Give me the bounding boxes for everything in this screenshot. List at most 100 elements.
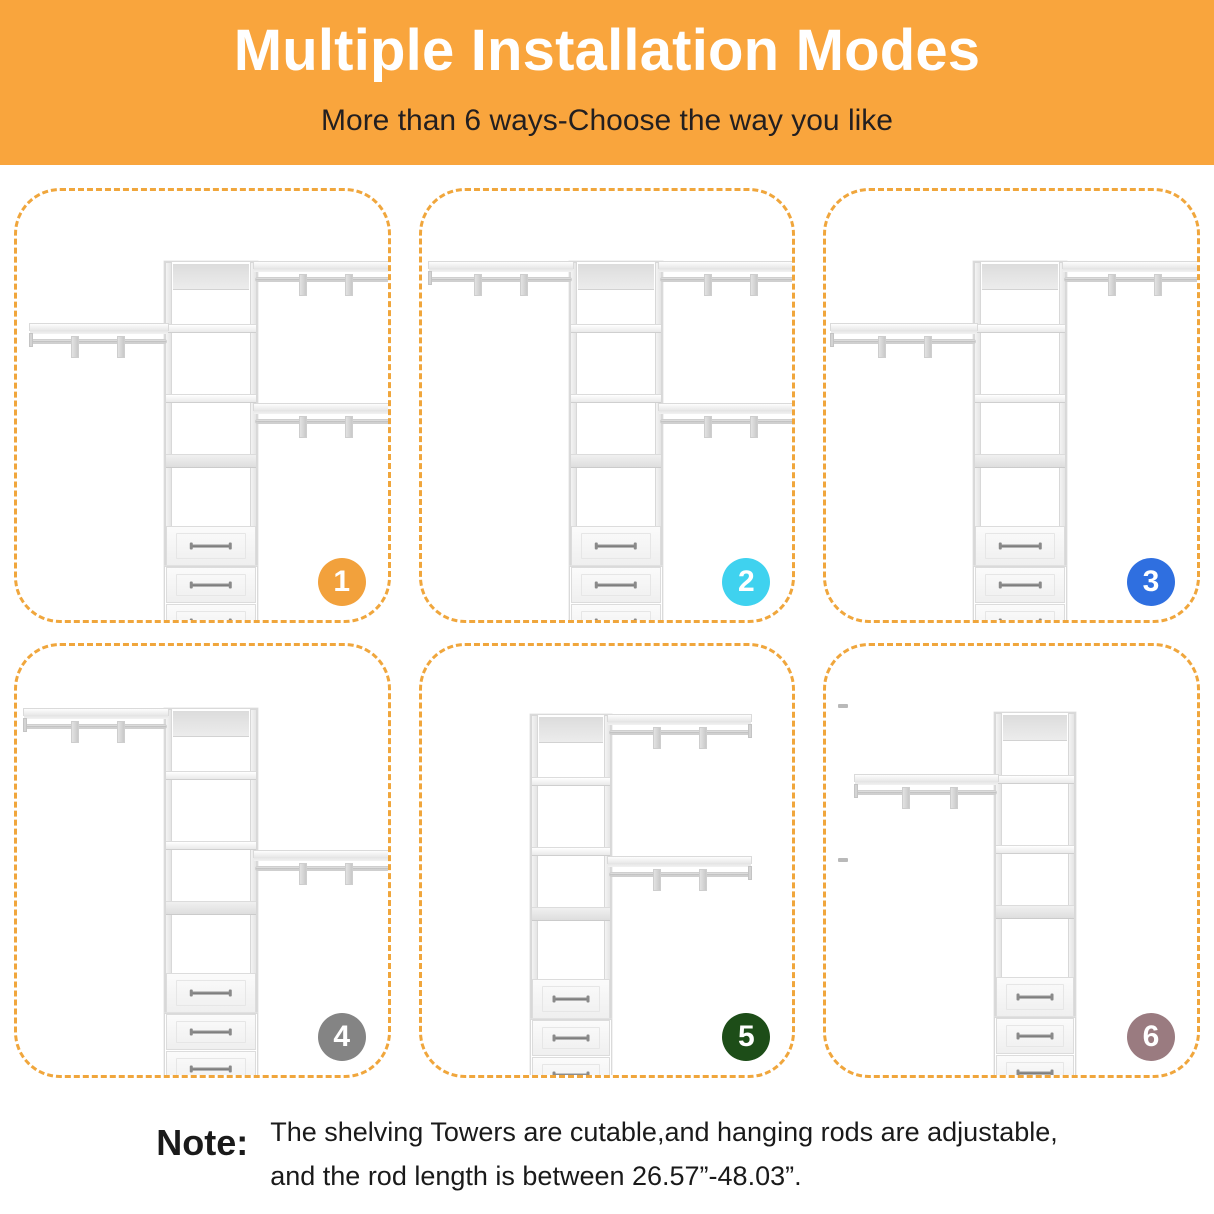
installation-mode-panel-3[interactable]: 3 (823, 188, 1200, 623)
drawer-pull (594, 542, 638, 550)
panel-badge-number: 4 (333, 1020, 350, 1053)
installation-mode-panel-4[interactable]: 4 (14, 643, 391, 1078)
drawer[interactable] (166, 567, 256, 603)
drawer-pull (1016, 993, 1054, 1001)
note-body: The shelving Towers are cutable,and hang… (270, 1110, 1058, 1198)
rod-bracket (473, 274, 482, 296)
hanging-rod-right-upper (253, 261, 388, 296)
drawer-pull (552, 1034, 590, 1042)
closet-rod (255, 866, 388, 871)
installation-mode-panel-5[interactable]: 5 (418, 643, 796, 1078)
tower-top-compartment (173, 711, 249, 737)
tower-carcass (973, 261, 1068, 568)
tower-shelf (996, 775, 1075, 784)
tower-carcass (568, 261, 663, 568)
drawer[interactable] (166, 1014, 256, 1050)
rod-bracket (299, 274, 307, 296)
rod-endcap (389, 860, 391, 874)
tower-drawer-stack (973, 566, 1068, 620)
closet-rod (429, 277, 572, 282)
rod-endcap (1198, 271, 1200, 285)
tower-shelf (166, 771, 256, 780)
rod-bracket (345, 863, 353, 885)
drawer[interactable] (996, 1018, 1075, 1054)
closet-rod (31, 339, 167, 344)
installation-mode-panel-2[interactable]: 2 (418, 188, 796, 623)
panel-badge-4: 4 (317, 1013, 366, 1061)
closet-rod (608, 730, 750, 735)
closet-rod (832, 339, 977, 344)
drawer-pull (189, 542, 233, 550)
tower-side-left (530, 715, 538, 1020)
hanging-rod-left (830, 323, 979, 358)
tower-side-left (974, 262, 982, 567)
drawer[interactable] (166, 604, 256, 620)
tower-shelf (166, 841, 256, 850)
drawer[interactable] (996, 977, 1075, 1017)
hanging-rod-right-lower (253, 850, 391, 885)
drawer-pull (189, 581, 233, 589)
installation-mode-panel-6[interactable]: 6 (823, 643, 1200, 1078)
hanging-rod-right-lower (657, 403, 793, 438)
installation-mode-panel-1[interactable]: 1 (14, 188, 391, 623)
drawer[interactable] (570, 526, 661, 566)
rod-endcap (854, 784, 859, 798)
drawer[interactable] (975, 604, 1066, 620)
rod-endcap (794, 271, 796, 285)
rod-bracket (703, 274, 712, 296)
wall-anchor-icon (838, 704, 849, 708)
tower-drawer-stack (164, 566, 258, 620)
rod-endcap (830, 333, 835, 347)
wall-shelf (253, 850, 388, 861)
drawer[interactable] (166, 973, 256, 1013)
rod-bracket (698, 869, 707, 891)
tower-side-left (165, 262, 172, 567)
wall-shelf (23, 708, 169, 719)
rod-bracket (924, 336, 933, 358)
drawer-pull (189, 618, 233, 620)
rod-bracket (950, 787, 959, 809)
tower-shelf (531, 907, 610, 921)
tower-drawer-stack (164, 1013, 258, 1075)
drawer[interactable] (531, 1020, 610, 1056)
tower-side-right (1059, 262, 1067, 567)
wall-shelf (1062, 261, 1197, 272)
drawer[interactable] (570, 567, 661, 603)
drawer[interactable] (975, 567, 1066, 603)
drawer[interactable] (975, 526, 1066, 566)
wall-shelf (253, 261, 388, 272)
closet-rod (659, 419, 793, 424)
drawer[interactable] (996, 1055, 1075, 1075)
rod-endcap (747, 866, 752, 880)
wall-shelf (606, 714, 752, 725)
closet-diagram-4 (17, 646, 388, 1075)
tower-shelf (570, 394, 661, 403)
tower-top-compartment (538, 717, 603, 743)
wall-anchor-icon (838, 858, 849, 862)
drawer-pull (189, 1065, 233, 1073)
closet-diagram-2 (422, 191, 793, 620)
closet-rod (25, 724, 167, 729)
drawer[interactable] (166, 1051, 256, 1075)
drawer[interactable] (531, 1057, 610, 1075)
rod-bracket (1108, 274, 1117, 296)
rod-bracket (749, 274, 758, 296)
drawer-pull (552, 1071, 590, 1075)
rod-bracket (345, 274, 353, 296)
tower-carcass (164, 708, 258, 1015)
panel-badge-number: 5 (737, 1020, 755, 1053)
wall-shelf (253, 403, 388, 414)
hanging-rod-right-upper (1062, 261, 1200, 296)
drawer[interactable] (166, 526, 256, 566)
drawer[interactable] (531, 979, 610, 1019)
drawer[interactable] (570, 604, 661, 620)
closet-rod (608, 872, 750, 877)
closet-rod (1064, 277, 1197, 282)
rod-endcap (29, 333, 33, 347)
page-title: Multiple Installation Modes (233, 18, 981, 83)
closet-diagram-5 (422, 646, 793, 1075)
panel-badge-1: 1 (317, 558, 366, 606)
rod-bracket (1154, 274, 1163, 296)
drawer-pull (999, 581, 1043, 589)
tower-shelf (996, 845, 1075, 854)
